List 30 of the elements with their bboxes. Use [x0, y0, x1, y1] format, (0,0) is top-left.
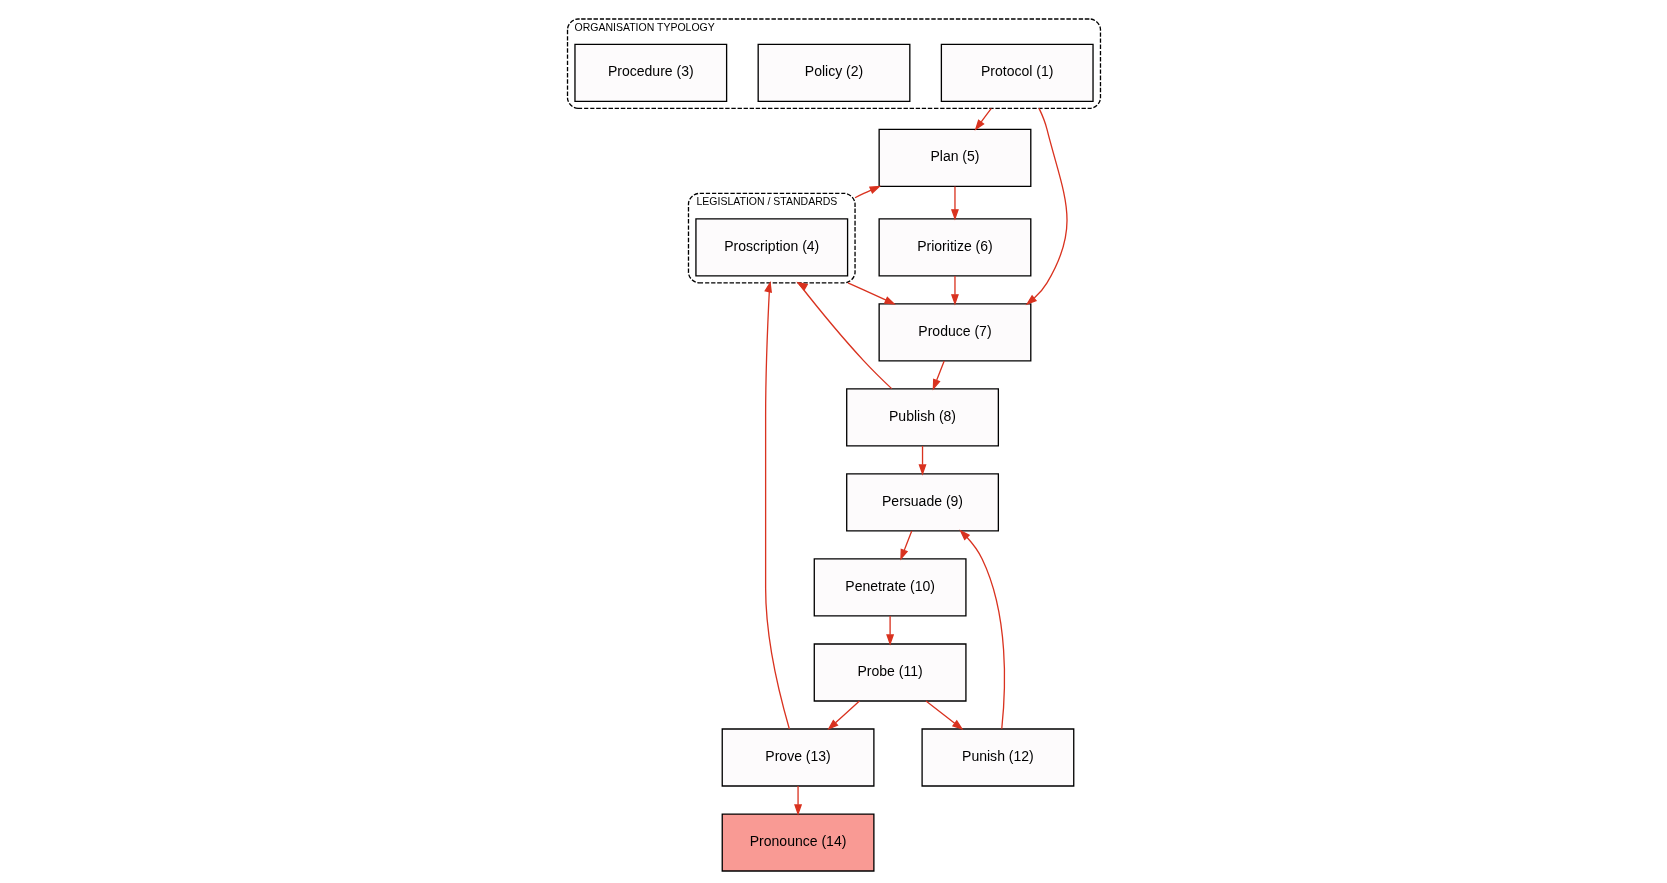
arrow: [974, 107, 992, 131]
arrow: [932, 360, 945, 391]
arrow: [795, 281, 892, 390]
node-box: Procedure (3): [573, 43, 727, 103]
node-box: Probe (11): [813, 643, 967, 702]
arrow: [763, 280, 790, 730]
arrow: [924, 700, 963, 730]
node-box: Plan (5): [878, 128, 1031, 188]
arrow: [950, 275, 959, 306]
node-box: Pronounce (14): [721, 813, 875, 872]
node-box: Penetrate (10): [813, 558, 967, 617]
arrow: [1025, 107, 1068, 306]
node-box: Publish (8): [845, 388, 999, 447]
arrow: [885, 615, 894, 646]
node-box: Prioritize (6): [878, 218, 1031, 277]
arrow: [918, 445, 927, 476]
node-box: Policy (2): [757, 43, 910, 103]
node-box: Persuade (9): [845, 473, 999, 532]
arrow: [899, 530, 912, 561]
arrow: [958, 529, 1005, 730]
node-box: Proscription (4): [694, 218, 848, 277]
arrow: [950, 185, 959, 221]
arrow: [793, 785, 802, 816]
node-box: Prove (13): [721, 728, 875, 787]
node-box: Protocol (1): [940, 43, 1094, 103]
node-box: Punish (12): [920, 728, 1074, 787]
node-box: Produce (7): [878, 303, 1031, 362]
arrow: [853, 185, 881, 199]
arrow: [826, 700, 860, 731]
arrow: [846, 282, 896, 305]
